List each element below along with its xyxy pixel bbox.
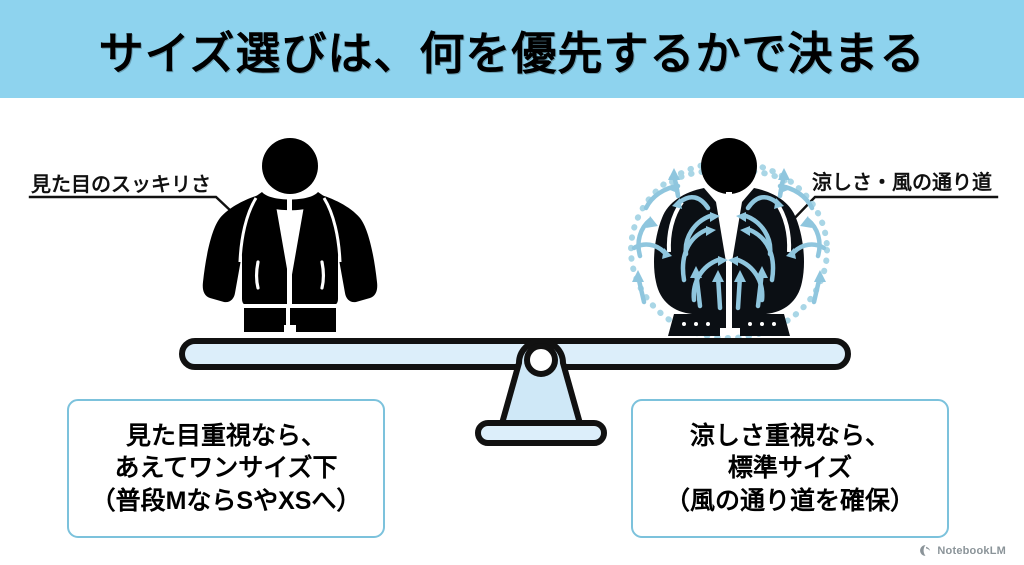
left-callout-label: 見た目のスッキリさ xyxy=(31,174,211,196)
seesaw-base xyxy=(475,420,607,446)
header-banner xyxy=(0,0,1024,98)
vest-figure xyxy=(628,138,830,341)
vest-silhouette xyxy=(654,188,804,336)
airflow-arrowheads-inner xyxy=(672,198,784,266)
right-conclusion-line-3: （風の通り道を確保） xyxy=(664,486,915,515)
notebooklm-spark-icon xyxy=(920,545,931,556)
left-conclusion-line-3: （普段MならSやXSへ） xyxy=(90,486,362,515)
notebooklm-watermark: NotebookLM xyxy=(919,544,1006,557)
person-head-icon xyxy=(262,138,318,194)
fulcrum-pivot-hole xyxy=(524,343,558,377)
left-conclusion-line-1: 見た目重視なら、 xyxy=(125,421,326,450)
jacket-figure xyxy=(202,138,378,332)
right-conclusion-line-2: 標準サイズ xyxy=(727,454,853,483)
airflow-arrowheads-outer xyxy=(632,182,826,282)
left-conclusion-line-2: あえてワンサイズ下 xyxy=(114,454,338,483)
seesaw-bar xyxy=(179,338,851,370)
airflow-arrowheads-rising xyxy=(668,168,790,282)
left-conclusion-box: 見た目重視なら、 あえてワンサイズ下 （普段MならSやXSへ） xyxy=(67,399,385,538)
airflow-arrows-inner xyxy=(677,194,779,303)
right-callout-label: 涼しさ・風の通り道 xyxy=(812,172,992,194)
seesaw-fulcrum xyxy=(498,338,584,430)
jacket-silhouette xyxy=(202,138,378,332)
balance-seesaw xyxy=(179,338,851,446)
right-conclusion-line-1: 涼しさ重視なら、 xyxy=(689,421,890,450)
notebooklm-label: NotebookLM xyxy=(937,544,1006,557)
page-title: サイズ選びは、何を優先するかで決まる xyxy=(98,27,926,79)
right-conclusion-box: 涼しさ重視なら、 標準サイズ （風の通り道を確保） xyxy=(631,399,949,538)
person-head-icon xyxy=(701,138,757,194)
